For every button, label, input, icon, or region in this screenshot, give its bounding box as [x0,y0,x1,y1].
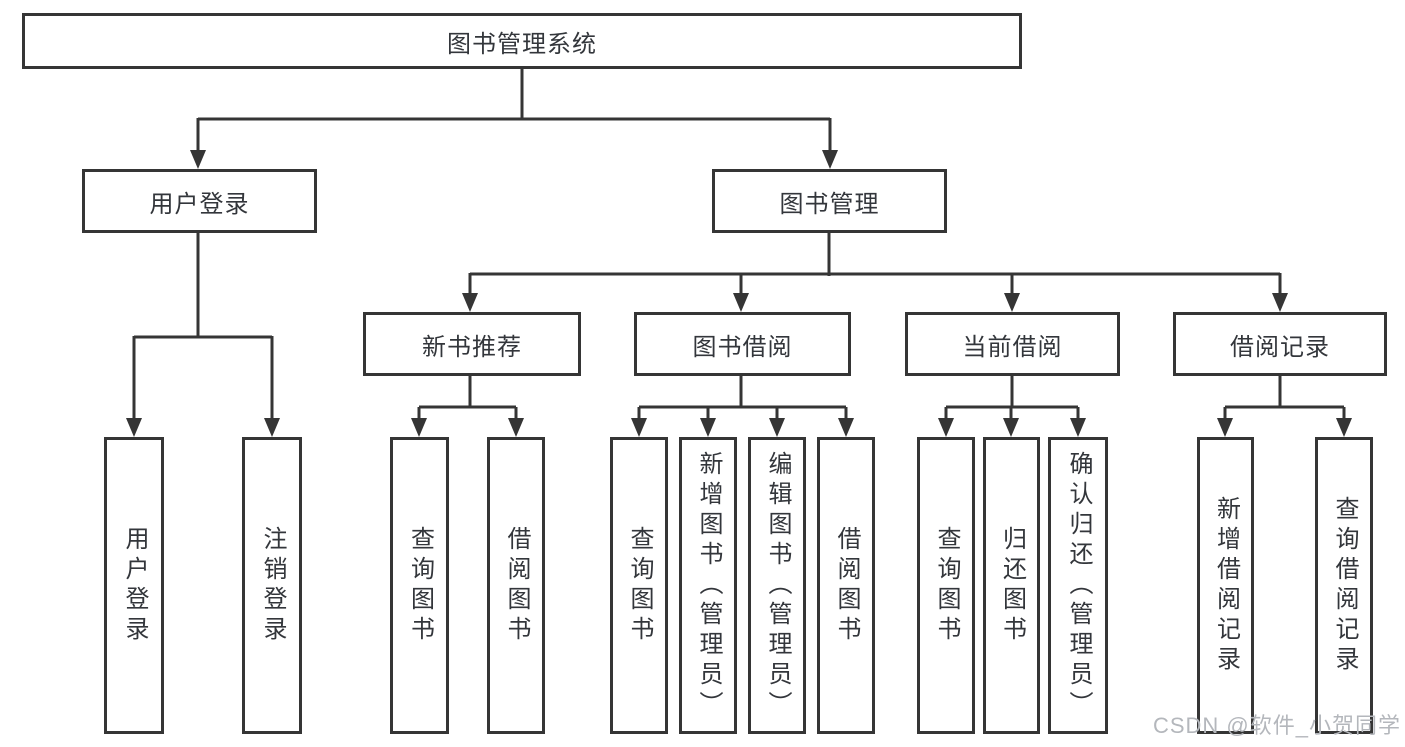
leaf-edit-book-admin: 编辑图书（管理员） [748,437,806,734]
node-book-borrow: 图书借阅 [634,312,851,376]
node-library-management-system: 图书管理系统 [22,13,1022,69]
leaf-query-books-current: 查询图书 [917,437,975,734]
arrowheads [126,150,1352,437]
leaf-user-login: 用户登录 [104,437,164,734]
node-book-management: 图书管理 [712,169,947,233]
leaf-logout: 注销登录 [242,437,302,734]
leaf-borrow-books-recommend: 借阅图书 [487,437,545,734]
connector-lines [132,69,1346,421]
node-borrow-records: 借阅记录 [1173,312,1387,376]
node-current-borrow: 当前借阅 [905,312,1120,376]
leaf-add-book-admin: 新增图书（管理员） [679,437,737,734]
leaf-query-books-borrow: 查询图书 [610,437,668,734]
node-user-login: 用户登录 [82,169,317,233]
leaf-return-book: 归还图书 [983,437,1040,734]
leaf-borrow-books: 借阅图书 [817,437,875,734]
leaf-add-borrow-record: 新增借阅记录 [1197,437,1254,734]
leaf-confirm-return-admin: 确认归还（管理员） [1048,437,1108,734]
leaf-query-borrow-record: 查询借阅记录 [1315,437,1373,734]
watermark-csdn: CSDN @软件_小贺同学 [1152,713,1401,738]
node-new-book-recommend: 新书推荐 [363,312,581,376]
leaf-query-books-recommend: 查询图书 [390,437,449,734]
